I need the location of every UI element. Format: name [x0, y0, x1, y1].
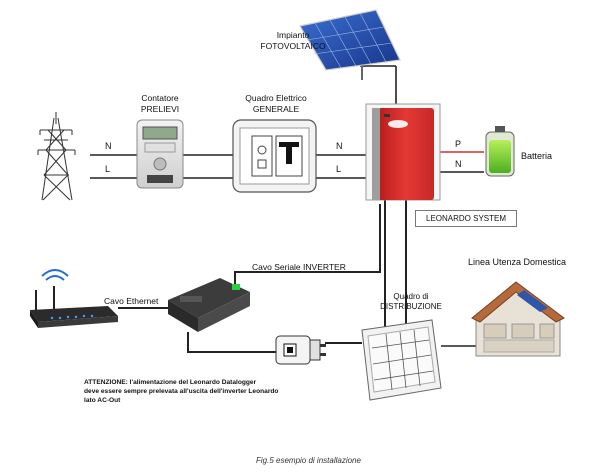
meter-icon	[136, 119, 184, 189]
battery-icon	[485, 126, 515, 177]
meter-label: Contatore PRELIEVI	[130, 93, 190, 115]
note-line3: lato AC-Out	[84, 397, 121, 404]
inverter-n-mark: N	[336, 141, 343, 151]
system-label: LEONARDO SYSTEM	[415, 210, 518, 227]
solar-label-line1: Impianto	[276, 30, 310, 40]
battery-p-mark: P	[455, 139, 462, 149]
datalogger-icon	[168, 278, 250, 332]
grid-l-mark: L	[105, 164, 111, 174]
main-panel-label-line1: Quadro Elettrico	[245, 93, 307, 103]
distribution-label-line1: Quadro di	[393, 292, 429, 301]
main-panel-icon	[232, 119, 317, 193]
note-line1: ATTENZIONE: l'alimentazione del Leonardo…	[84, 379, 257, 386]
distribution-label: Quadro di DISTRIBUZIONE	[376, 292, 446, 312]
distribution-panel-icon	[361, 319, 442, 401]
serial-cable-label: Cavo Seriale INVERTER	[252, 262, 346, 272]
router-icon	[30, 269, 118, 328]
main-panel-label-line2: GENERALE	[252, 104, 300, 114]
datalogger-note: ATTENZIONE: l'alimentazione del Leonardo…	[84, 378, 278, 405]
meter-label-line1: Contatore	[141, 93, 179, 103]
ethernet-label: Cavo Ethernet	[104, 296, 159, 306]
battery-n-mark: N	[455, 159, 462, 169]
home-label: Linea Utenza Domestica	[468, 257, 567, 267]
solar-panel-icon	[299, 9, 401, 80]
solar-label: Impianto FOTOVOLTAICO	[238, 30, 348, 52]
power-cable-wire	[187, 332, 276, 353]
power-plug-icon	[275, 335, 326, 365]
power-pylon-icon	[37, 112, 76, 201]
note-line2: deve essere sempre prelevata all'uscita …	[84, 388, 279, 395]
meter-label-line2: PRELIEVI	[140, 104, 180, 114]
house-icon	[471, 281, 565, 357]
figure-caption: Fig.5 esempio di installazione	[256, 456, 361, 465]
distribution-label-line2: DISTRIBUZIONE	[380, 302, 442, 311]
grid-n-mark: N	[105, 141, 112, 151]
main-panel-label: Quadro Elettrico GENERALE	[226, 93, 326, 115]
inverter-icon	[365, 103, 441, 201]
serial-cable-wire	[234, 204, 381, 288]
inverter-l-mark: L	[336, 164, 342, 174]
battery-label: Batteria	[521, 151, 553, 161]
solar-label-line2: FOTOVOLTAICO	[260, 41, 326, 51]
